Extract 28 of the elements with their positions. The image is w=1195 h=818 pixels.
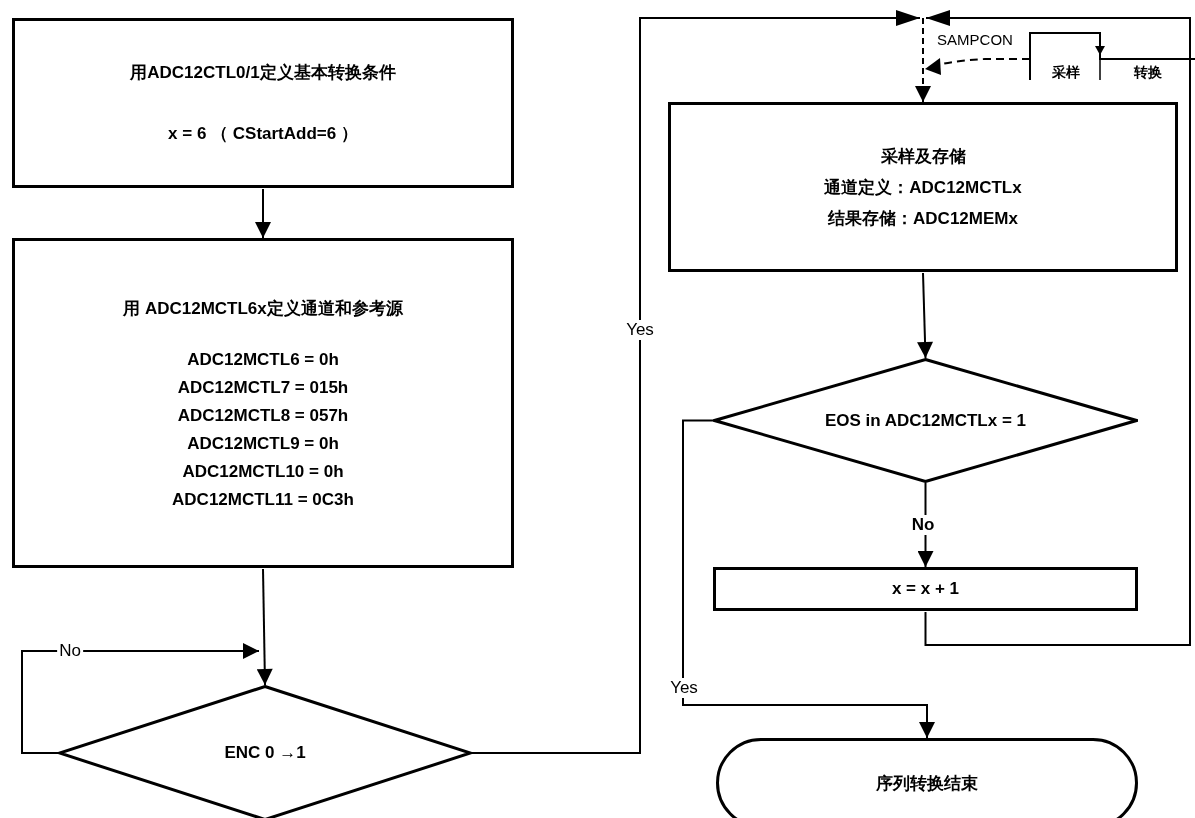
register-assignment: ADC12MCTL7 = 015h	[177, 377, 349, 398]
decision-diamond	[58, 685, 472, 818]
process-box	[12, 18, 514, 188]
terminal-label: 序列转换结束	[876, 772, 978, 795]
step-text: 通道定义：ADC12MCTLx	[824, 176, 1022, 199]
process-box	[668, 102, 1178, 272]
phase-label: 转换	[1133, 63, 1163, 82]
condition-label: ENC 0 →1	[224, 743, 306, 763]
edge-label: No	[909, 515, 937, 535]
step-text: x = x + 1	[891, 579, 960, 599]
register-assignment: ADC12MCTL8 = 057h	[177, 405, 349, 426]
signal-label: SAMPCON	[936, 30, 1014, 50]
process-box	[713, 567, 1138, 611]
phase-label: 采样	[1051, 63, 1081, 82]
register-assignment: ADC12MCTL6 = 0h	[187, 349, 339, 370]
step-text: x = 6 （ CStartAdd=6 ）	[168, 123, 358, 145]
step-title: 用 ADC12MCTL6x定义通道和参考源	[123, 297, 403, 320]
register-assignment: ADC12MCTL10 = 0h	[182, 461, 344, 482]
edge-label: Yes	[668, 678, 700, 698]
register-assignment: ADC12MCTL11 = 0C3h	[172, 489, 354, 510]
condition-label: EOS in ADC12MCTLx = 1	[824, 410, 1027, 431]
decision-diamond	[713, 358, 1138, 483]
register-assignment: ADC12MCTL9 = 0h	[187, 433, 339, 454]
edge-label: Yes	[624, 320, 656, 340]
step-title: 用ADC12CTL0/1定义基本转换条件	[130, 62, 396, 84]
step-text: 结果存储：ADC12MEMx	[828, 207, 1018, 230]
process-box	[12, 238, 514, 568]
step-title: 采样及存储	[880, 145, 966, 168]
